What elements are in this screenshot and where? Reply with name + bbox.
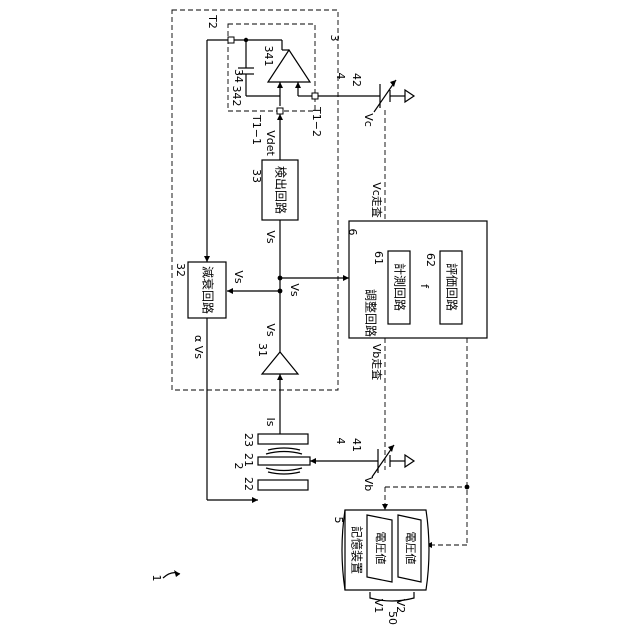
vb-label: Vb bbox=[362, 477, 375, 492]
measure-label: 計測回路 bbox=[393, 263, 408, 311]
ref-42: 42 bbox=[350, 73, 363, 87]
electrode-23 bbox=[258, 434, 308, 444]
detect-label: 検出回路 bbox=[274, 166, 289, 214]
ref-3: 3 bbox=[328, 35, 341, 42]
electrode-22 bbox=[258, 480, 308, 490]
ref-5: 5 bbox=[332, 517, 345, 524]
ref-342: 342 bbox=[230, 86, 243, 107]
v1-label: V1 bbox=[372, 599, 385, 614]
ref-33: 33 bbox=[250, 169, 263, 183]
adjust-label: 調整回路 bbox=[364, 289, 379, 337]
volt-value-2-label: 電圧値 bbox=[404, 532, 417, 565]
electrode-21 bbox=[258, 457, 310, 465]
ref-31: 31 bbox=[256, 343, 269, 357]
alpha-vs-label: α Vs bbox=[192, 335, 205, 359]
terminal-t1-1 bbox=[277, 108, 283, 114]
ref-34: 34 bbox=[232, 69, 245, 83]
module-3-boundary bbox=[172, 10, 338, 390]
terminal-t1-1-label: T1−1 bbox=[250, 114, 263, 145]
is-label: Is bbox=[264, 418, 277, 427]
atten-label: 減衰回路 bbox=[201, 266, 216, 314]
storage-label: 記憶装置 bbox=[350, 526, 365, 574]
vc-label: Vc bbox=[362, 113, 375, 127]
vs-detect-in-label: Vs bbox=[264, 230, 277, 244]
vb-scan-label: Vb走査 bbox=[370, 344, 384, 381]
ref-341: 341 bbox=[262, 46, 275, 67]
ref-22: 22 bbox=[242, 477, 255, 491]
vc-ground bbox=[405, 90, 414, 102]
ref-6: 6 bbox=[346, 229, 359, 236]
terminal-t2-label: T2 bbox=[206, 14, 219, 29]
ref-4-top: 4 bbox=[334, 73, 347, 80]
ref-23: 23 bbox=[242, 433, 255, 447]
ref-62: 62 bbox=[424, 253, 437, 267]
ref-4-bottom: 4 bbox=[334, 438, 347, 445]
ref-32: 32 bbox=[174, 263, 187, 277]
vs-atten-label: Vs bbox=[232, 270, 245, 284]
vdet-label: Vdet bbox=[264, 130, 277, 156]
vc-scan-label: Vc走査 bbox=[370, 182, 384, 218]
terminal-t1-2 bbox=[312, 93, 318, 99]
terminal-t1-2-label: T1−2 bbox=[310, 106, 323, 137]
terminal-t2 bbox=[228, 37, 234, 43]
vb-ground bbox=[405, 455, 414, 467]
ref-61: 61 bbox=[372, 251, 385, 265]
vs-amp-out-label: Vs bbox=[264, 323, 277, 337]
vs-node-label: Vs bbox=[288, 283, 301, 297]
ref-1: 1 bbox=[150, 575, 163, 582]
evaluate-label: 評価回路 bbox=[445, 263, 460, 311]
ref-50: 50 bbox=[386, 611, 399, 625]
ref-21: 21 bbox=[242, 453, 255, 467]
volt-value-1-label: 電圧値 bbox=[374, 532, 387, 565]
ref-41: 41 bbox=[350, 438, 363, 452]
